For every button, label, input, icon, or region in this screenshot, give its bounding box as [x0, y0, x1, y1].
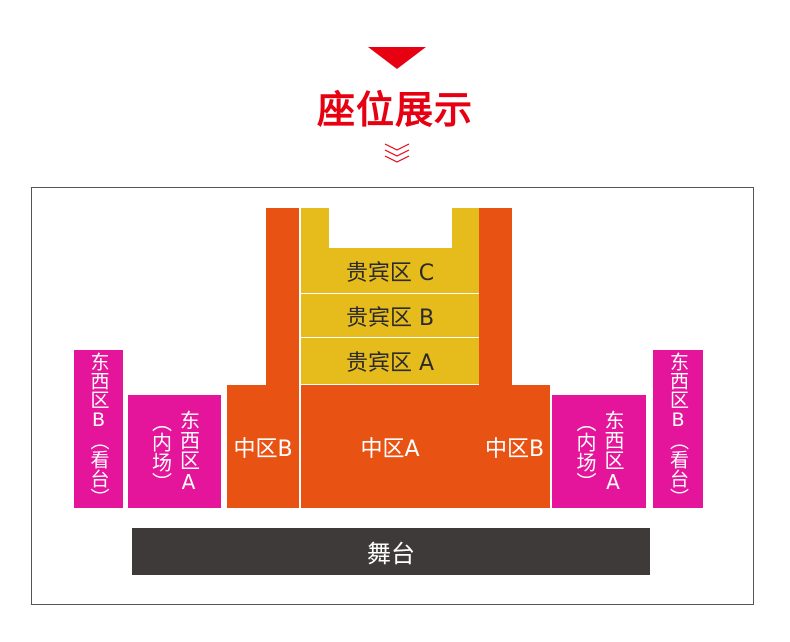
stage: 舞台: [132, 528, 650, 575]
center-zone-a-label: 中区A: [360, 436, 420, 462]
section-title: 座位展示: [316, 88, 473, 132]
vip-zone-b[interactable]: 贵宾区 B: [301, 294, 479, 337]
header-triangle-icon: [368, 47, 426, 69]
center-zone-b-left-label: 中区B: [233, 436, 293, 462]
chevron-down-icon: [384, 143, 410, 163]
ew-zone-b-right[interactable]: 东西区B（看台）: [653, 350, 703, 508]
ew-zone-a-right[interactable]: （内场） 东西区A: [552, 395, 646, 508]
center-zone-b-left[interactable]: 中区B: [227, 385, 299, 508]
ew-zone-b-right-label: 东西区B（看台）: [667, 351, 689, 507]
vip-arm-right: [452, 208, 479, 248]
center-zone-b-right-strip: [479, 208, 512, 386]
ew-zone-a-right-line1: 东西区A: [601, 409, 625, 494]
ew-zone-a-left-line1: 东西区A: [176, 409, 201, 494]
vip-zone-c-label: 贵宾区 C: [345, 260, 435, 286]
vip-zone-b-label: 贵宾区 B: [345, 305, 435, 331]
center-zone-a[interactable]: 中区A: [301, 385, 479, 508]
center-zone-b-right[interactable]: 中区B: [479, 385, 550, 508]
seating-map: 贵宾区 C 贵宾区 B 贵宾区 A 中区A 中区B 中区B （内场） 东西区A …: [31, 187, 754, 605]
ew-zone-a-right-line2: （内场）: [573, 411, 597, 492]
vip-arm-left: [301, 208, 329, 248]
ew-zone-a-left[interactable]: （内场） 东西区A: [128, 395, 221, 508]
center-zone-b-right-label: 中区B: [484, 436, 545, 462]
ew-zone-a-left-line2: （内场）: [148, 411, 173, 492]
ew-zone-b-left-label: 东西区B（看台）: [87, 351, 110, 507]
stage-label: 舞台: [367, 540, 415, 568]
vip-zone-a-label: 贵宾区 A: [345, 351, 435, 376]
ew-zone-b-left[interactable]: 东西区B（看台）: [74, 350, 123, 508]
vip-zone-a[interactable]: 贵宾区 A: [301, 338, 479, 384]
center-zone-b-left-strip: [266, 208, 299, 386]
vip-zone-c[interactable]: 贵宾区 C: [301, 248, 479, 293]
